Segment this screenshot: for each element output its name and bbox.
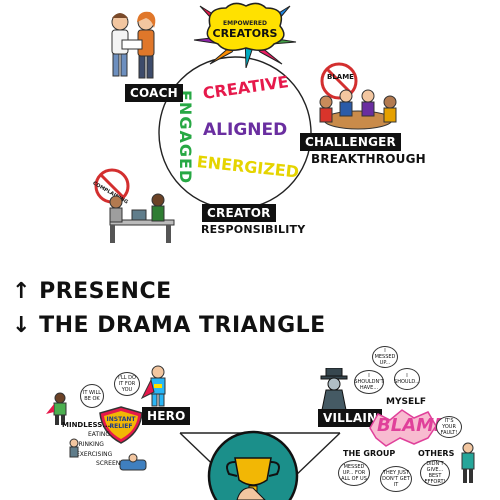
villain-target-myself: MYSELF — [386, 397, 426, 407]
villain-label: VILLAIN — [318, 409, 383, 427]
badge-line2: CREATORS — [212, 27, 278, 40]
empowered-creators-badge-art — [193, 2, 297, 68]
hero-list-drinking: DRINKING — [74, 441, 104, 448]
villain-bubble-should: I SHOULD... — [394, 368, 420, 390]
aligned-word: ALIGNED — [203, 120, 288, 140]
hero-superhero-icon — [140, 365, 166, 407]
challenger-label: CHALLENGER — [300, 133, 401, 151]
badge-line1: EMPOWERED — [223, 20, 267, 27]
hero-label: HERO — [142, 407, 191, 425]
coach-illustration — [111, 11, 156, 79]
creator-subtitle: RESPONSIBILITY — [201, 223, 306, 236]
engaged-word: ENGAGED — [176, 90, 195, 185]
villain-bubble-shouldnt: I SHOULDN'T HAVE... — [354, 370, 384, 394]
villain-target-group: THE GROUP — [343, 449, 396, 458]
hero-list-mindless: MINDLESS... — [62, 421, 111, 429]
villain-bubble-fault: IT'S YOUR FAULT! — [436, 416, 462, 438]
trophy-icon — [207, 430, 299, 500]
creator-label: CREATOR — [202, 204, 276, 222]
villain-blame-text: BLAME — [377, 415, 447, 436]
hero-figure-green-icon — [46, 392, 67, 425]
hero-bubble-ok: IT WILL BE OK — [80, 384, 104, 408]
hero-relief-shield — [99, 406, 143, 444]
villain-bubble-best-effort: DIDN'T GIVE... BEST EFFORT! — [420, 460, 450, 486]
drama-triangle-heading: ↓ THE DRAMA TRIANGLE — [12, 313, 326, 338]
hero-couch-icon — [119, 453, 147, 471]
villain-pointing-figure-icon — [461, 442, 475, 483]
hero-relief-text: INSTANT RELIEF — [106, 416, 136, 430]
coach-label: COACH — [125, 84, 183, 102]
villain-figure-icon — [320, 368, 348, 411]
hero-list-eating: EATING — [88, 431, 111, 438]
villain-target-others: OTHERS — [418, 449, 455, 458]
hero-bubble-do-it: I'LL DO IT FOR YOU — [114, 372, 140, 396]
hero-list-screens: SCREENS — [96, 460, 125, 467]
villain-bubble-messed: I MESSED UP... — [372, 346, 398, 368]
challenger-subtitle: BREAKTHROUGH — [311, 152, 426, 166]
hero-person-icon — [69, 438, 79, 458]
creator-desk-illustration — [109, 193, 175, 243]
presence-heading: ↑ PRESENCE — [12, 279, 172, 304]
hero-list-exercising: EXERCISING — [76, 451, 113, 458]
villain-bubble-dont-get-it: THEY JUST DON'T GET IT — [380, 466, 412, 492]
challenger-meeting-illustration — [319, 89, 397, 130]
no-blame-icon — [320, 62, 358, 100]
villain-bubble-all-of-us: MESSED UP... FOR ALL OF US — [338, 460, 370, 486]
no-blame-text: BLAME — [327, 73, 354, 81]
